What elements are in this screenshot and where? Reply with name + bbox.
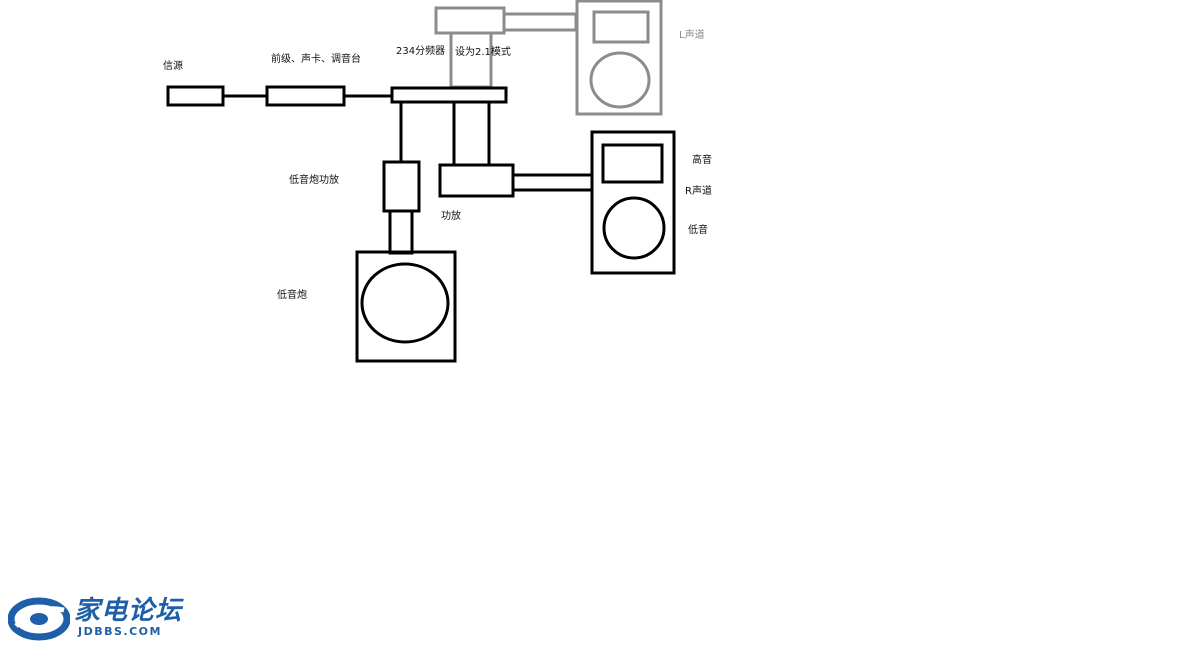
right-speaker-cabinet bbox=[590, 130, 676, 275]
source-box bbox=[166, 85, 225, 107]
label-source: 信源 bbox=[163, 61, 183, 72]
logo-swoosh-icon bbox=[8, 597, 70, 641]
label-subwoofer: 低音炮 bbox=[277, 290, 307, 301]
right-speaker-woofer bbox=[602, 196, 666, 260]
label-crossover: 234分频器 bbox=[396, 46, 446, 57]
jdbbs-logo[interactable]: 家电论坛 JDBBS.COM bbox=[8, 596, 198, 644]
logo-name: 家电论坛 bbox=[74, 596, 183, 626]
subwoofer-driver bbox=[360, 262, 450, 344]
left-channel-amp-box bbox=[434, 6, 506, 35]
left-speaker-woofer bbox=[589, 51, 651, 109]
logo-url: JDBBS.COM bbox=[78, 625, 162, 638]
subwoofer-cabinet bbox=[355, 250, 457, 363]
label-right-channel: R声道 bbox=[685, 186, 712, 197]
left-speaker-cabinet bbox=[575, 0, 663, 116]
label-mode: 设为2.1模式 bbox=[455, 47, 511, 58]
label-amp: 功放 bbox=[441, 211, 461, 222]
label-woofer: 低音 bbox=[688, 225, 708, 236]
sub-amp-to-sub-connector bbox=[388, 209, 414, 255]
main-chain bbox=[166, 85, 676, 363]
amp-box bbox=[438, 163, 515, 198]
label-left-channel: L声道 bbox=[679, 30, 705, 41]
left-channel-connector-vertical bbox=[449, 31, 493, 89]
sub-amp-box bbox=[382, 160, 421, 213]
preamp-box bbox=[265, 85, 346, 107]
right-speaker-tweeter bbox=[601, 143, 664, 184]
label-sub-amp: 低音炮功放 bbox=[289, 175, 339, 186]
label-tweeter: 高音 bbox=[692, 155, 712, 166]
label-preamp: 前级、声卡、调音台 bbox=[271, 54, 361, 65]
crossover-box bbox=[390, 86, 508, 104]
amp-to-right-speaker-connector bbox=[511, 173, 594, 192]
left-speaker-tweeter bbox=[592, 10, 650, 44]
left-channel-connector-horizontal bbox=[502, 12, 578, 32]
